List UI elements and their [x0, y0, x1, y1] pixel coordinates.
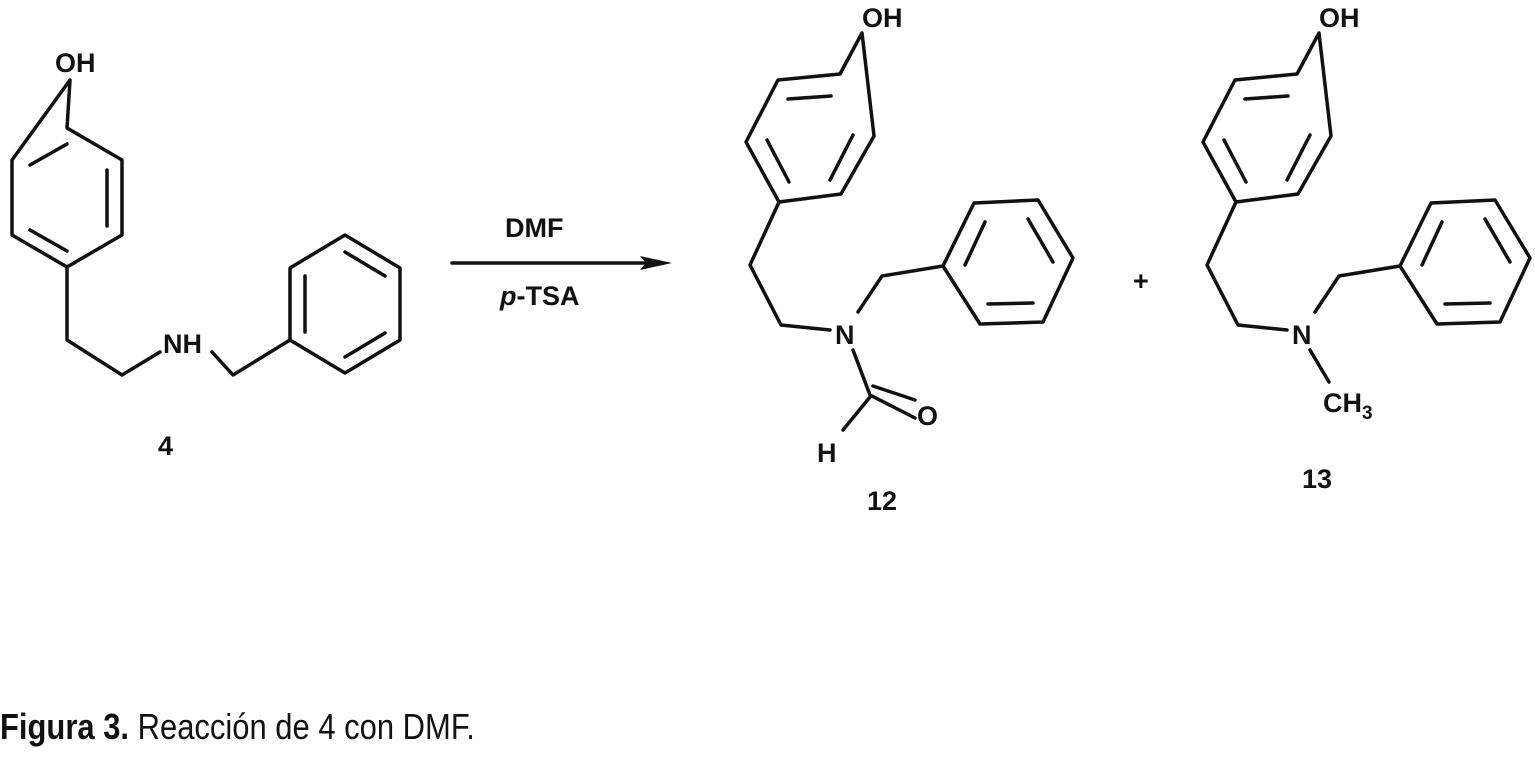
figure-caption: Figura 3. Reacción de 4 con DMF.: [0, 706, 475, 748]
o-label: O: [917, 401, 938, 431]
arrowhead-icon: [640, 256, 672, 270]
benzene-double-bonds: [303, 250, 387, 359]
ring-double-bonds: [1222, 94, 1312, 184]
compound-label: 12: [867, 486, 897, 516]
phenol-ring: [10, 78, 124, 269]
compound-13: OH N CH3 13: [1201, 3, 1532, 494]
reaction-arrow: DMF p-TSA: [450, 213, 672, 311]
benzene-ring: [1398, 198, 1532, 326]
compound-label: 4: [158, 431, 173, 461]
ethyl-chain: [748, 200, 832, 332]
benzene-double-bonds: [963, 217, 1055, 306]
ethyl-chain: [1205, 200, 1289, 332]
compound-label: 13: [1302, 464, 1332, 494]
nh-label: NH: [163, 329, 202, 359]
compound-4: OH NH 4: [10, 48, 402, 461]
methyl-bond: [1308, 348, 1331, 384]
benzene-double-bonds: [1420, 217, 1512, 306]
reagent-dmf: DMF: [505, 213, 563, 243]
ring-double-bonds: [765, 94, 855, 184]
benzyl-chain: [856, 264, 945, 314]
caption-prefix: Figura 3.: [0, 706, 130, 747]
caption-text: Reacción de 4 con DMF.: [129, 706, 475, 747]
formyl-group: [841, 348, 917, 432]
benzyl-chain: [210, 338, 292, 377]
compound-12: OH N O H 12: [744, 3, 1075, 516]
oh-label: OH: [1319, 3, 1360, 33]
oh-label: OH: [862, 3, 903, 33]
benzene-ring: [941, 198, 1075, 326]
methyl-label: CH3: [1323, 388, 1373, 424]
oh-label: OH: [55, 48, 96, 78]
n-label: N: [835, 320, 855, 350]
phenol-ring: [744, 31, 876, 204]
ethyl-chain: [65, 265, 162, 377]
benzyl-chain: [1313, 264, 1402, 314]
reagent-ptsa: p-TSA: [499, 281, 580, 311]
h-label: H: [817, 438, 837, 468]
ring-double-bonds: [28, 142, 109, 253]
n-label: N: [1292, 320, 1312, 350]
plus-sign: +: [1133, 266, 1149, 296]
phenol-ring: [1201, 31, 1333, 204]
benzene-ring: [288, 233, 402, 375]
